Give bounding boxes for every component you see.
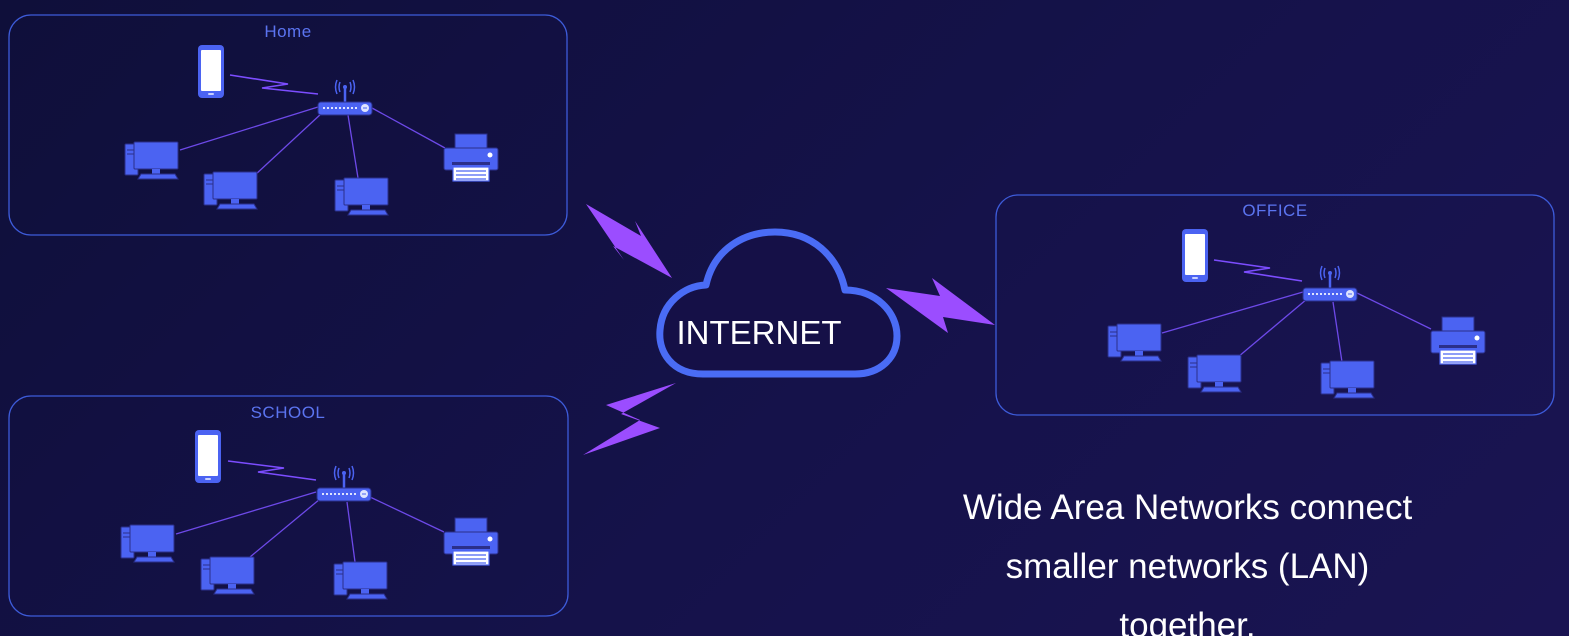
router-icon bbox=[1301, 264, 1359, 303]
smartphone-icon bbox=[195, 430, 221, 483]
office-label: OFFICE bbox=[1242, 201, 1307, 220]
desktop-computer-icon bbox=[1320, 360, 1375, 399]
cloud-icon bbox=[656, 228, 901, 378]
caption-line: smaller networks (LAN) bbox=[1005, 547, 1370, 586]
wireless-link-icon bbox=[229, 74, 319, 95]
desktop-computer-icon bbox=[200, 556, 255, 595]
caption-line: Wide Area Networks connect bbox=[962, 488, 1413, 527]
router-icon bbox=[316, 78, 374, 117]
lightning-bolt-icon bbox=[886, 278, 995, 333]
desktop-computer-icon bbox=[334, 177, 389, 216]
caption-line: together. bbox=[1119, 606, 1256, 636]
school-label: SCHOOL bbox=[251, 403, 326, 422]
home-network: Home bbox=[8, 14, 568, 236]
desktop-computer-icon bbox=[1187, 354, 1242, 393]
desktop-computer-icon bbox=[120, 524, 175, 563]
printer-icon bbox=[443, 133, 499, 182]
office-network: OFFICE bbox=[995, 194, 1555, 416]
desktop-computer-icon bbox=[1107, 323, 1162, 362]
lightning-bolt-icon bbox=[583, 383, 676, 455]
printer-icon bbox=[1430, 316, 1486, 365]
wireless-link-icon bbox=[1213, 259, 1303, 282]
desktop-computer-icon bbox=[124, 141, 179, 180]
smartphone-icon bbox=[198, 45, 224, 98]
printer-icon bbox=[443, 517, 499, 566]
caption-text: Wide Area Networks connect smaller netwo… bbox=[900, 478, 1475, 636]
lightning-bolt-icon bbox=[586, 204, 672, 278]
wireless-link-icon bbox=[227, 460, 317, 481]
smartphone-icon bbox=[1182, 229, 1208, 282]
router-icon bbox=[315, 464, 373, 503]
desktop-computer-icon bbox=[333, 561, 388, 600]
internet-label: INTERNET bbox=[677, 314, 842, 351]
desktop-computer-icon bbox=[203, 171, 258, 210]
school-network: SCHOOL bbox=[8, 395, 569, 617]
home-label: Home bbox=[264, 22, 311, 41]
